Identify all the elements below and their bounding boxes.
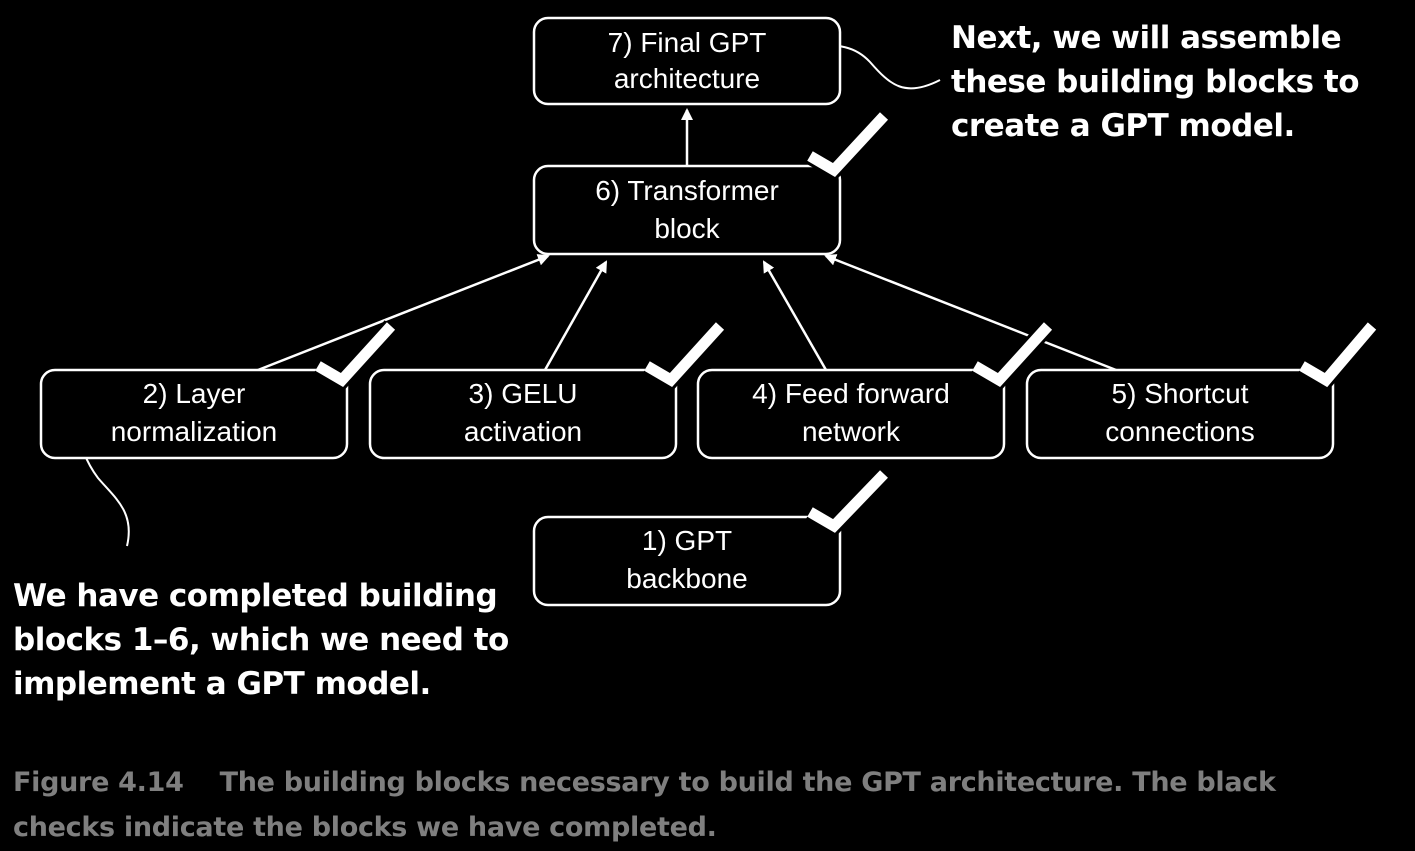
block-feedforward-line2: network [802, 416, 901, 447]
block-gpt-backbone: 1) GPT backbone [532, 515, 842, 607]
arrow-shortcut-to-transformer [824, 254, 1117, 372]
block-shortcut-line1: 5) Shortcut [1112, 378, 1249, 409]
block-final-line2: architecture [614, 63, 760, 94]
arrow-gelu-to-transformer [543, 260, 608, 371]
block-final-line1: 7) Final GPT [608, 27, 767, 58]
check-icon-transformer [805, 110, 891, 181]
arrow-feedforward-to-transformer [762, 260, 828, 371]
check-icon-layernorm [313, 320, 398, 391]
block-backbone-line2: backbone [626, 563, 747, 594]
annotation-completed: We have completed building blocks 1–6, w… [13, 574, 509, 706]
block-backbone-line1: 1) GPT [642, 525, 732, 556]
block-shortcut-line2: connections [1105, 416, 1254, 447]
block-feedforward-line1: 4) Feed forward [752, 378, 950, 409]
block-gelu-activation: 3) GELU activation [368, 368, 678, 460]
annotation-assemble-line2: these building blocks to [951, 64, 1360, 100]
figure-caption-line2: checks indicate the blocks we have compl… [13, 812, 717, 843]
block-transformer-line2: block [654, 213, 720, 244]
arrow-layernorm-to-transformer [257, 254, 550, 372]
annotation-assemble: Next, we will assemble these building bl… [951, 16, 1360, 148]
figure-caption: Figure 4.14 The building blocks necessary… [13, 760, 1276, 850]
check-icon-backbone [805, 468, 891, 537]
annotation-completed-line2: blocks 1–6, which we need to [13, 622, 509, 658]
block-feed-forward: 4) Feed forward network [696, 368, 1006, 460]
figure-label: Figure 4.14 [13, 767, 184, 798]
block-transformer: 6) Transformer block [532, 164, 842, 256]
annotation-assemble-line1: Next, we will assemble [951, 20, 1342, 56]
block-gelu-line1: 3) GELU [469, 378, 578, 409]
block-layernorm-line2: normalization [111, 416, 278, 447]
annotation-completed-line3: implement a GPT model. [13, 666, 431, 702]
check-icon-gelu [642, 320, 727, 391]
block-final-architecture: 7) Final GPT architecture [532, 16, 842, 106]
block-transformer-line1: 6) Transformer [595, 175, 779, 206]
check-icon-shortcut [1297, 320, 1379, 391]
block-layer-normalization: 2) Layer normalization [39, 368, 349, 460]
block-gelu-line2: activation [464, 416, 582, 447]
block-layernorm-line1: 2) Layer [143, 378, 246, 409]
figure-caption-line1: Figure 4.14 The building blocks necessary… [13, 760, 1276, 805]
check-icon-feedforward [970, 320, 1055, 391]
annotation-completed-line1: We have completed building [13, 578, 498, 614]
figure-caption-text1: The building blocks necessary to build t… [219, 767, 1276, 798]
block-shortcut-connections: 5) Shortcut connections [1025, 368, 1335, 460]
annotation-assemble-line3: create a GPT model. [951, 108, 1295, 144]
